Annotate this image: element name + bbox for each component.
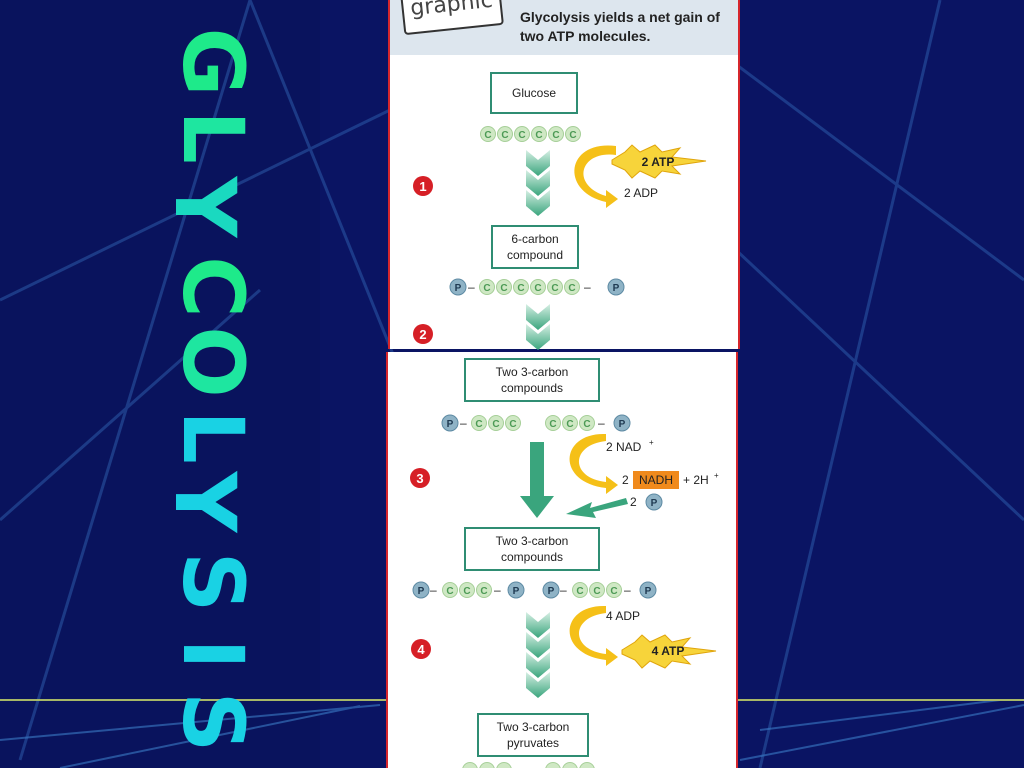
svg-text:C: C [492, 419, 499, 430]
pyruvate-carbons-partial [462, 762, 595, 768]
svg-text:C: C [534, 283, 541, 294]
step1-atp-consumption: 2 ATP 2 ADP [574, 144, 707, 208]
svg-text:P: P [418, 586, 425, 597]
svg-text:4: 4 [417, 642, 425, 657]
svg-text:P: P [513, 586, 520, 597]
svg-text:C: C [509, 419, 516, 430]
svg-text:P: P [619, 419, 626, 430]
svg-text:compounds: compounds [501, 550, 563, 564]
svg-text:–: – [584, 280, 591, 294]
svg-text:C: C [483, 283, 490, 294]
svg-text:+: + [649, 438, 654, 447]
svg-text:2 ATP: 2 ATP [642, 155, 675, 169]
step4-atp-production: 4 ADP 4 ATP [569, 605, 717, 669]
svg-text:+ 2H: + 2H [683, 473, 709, 487]
svg-text:compound: compound [507, 248, 563, 262]
svg-text:2: 2 [419, 327, 426, 342]
pyruvates-box: Two 3-carbon pyruvates [477, 713, 589, 757]
svg-text:C: C [480, 586, 487, 597]
svg-text:pyruvates: pyruvates [507, 736, 559, 750]
svg-text:C: C [568, 283, 575, 294]
svg-text:4 ATP: 4 ATP [652, 644, 685, 658]
step-4-marker: 4 [411, 639, 431, 659]
svg-text:C: C [501, 130, 508, 141]
svg-text:C: C [517, 283, 524, 294]
step1-arrow [526, 150, 550, 216]
svg-text:P: P [645, 586, 652, 597]
svg-text:+: + [714, 471, 719, 480]
svg-text:P: P [651, 498, 658, 509]
svg-text:–: – [468, 280, 475, 294]
svg-text:NADH: NADH [639, 473, 673, 487]
step-2-marker: 2 [413, 324, 433, 344]
svg-text:C: C [566, 419, 573, 430]
svg-text:C: C [569, 130, 576, 141]
six-carbon-box: 6-carbon compound [491, 225, 579, 269]
glucose-label: Glucose [512, 86, 556, 100]
svg-text:C: C [551, 283, 558, 294]
phosphorylated-chain: P – C C C C C C – P [449, 278, 625, 296]
svg-text:P: P [447, 419, 454, 430]
svg-text:2: 2 [630, 495, 637, 509]
svg-text:1: 1 [419, 179, 426, 194]
glucose-carbon-chain: C C C C C C [480, 126, 581, 142]
svg-text:3: 3 [416, 471, 423, 486]
step2-arrow [526, 304, 550, 350]
svg-text:2 ADP: 2 ADP [624, 186, 658, 200]
svg-text:C: C [500, 283, 507, 294]
svg-text:–: – [598, 416, 605, 430]
svg-text:C: C [552, 130, 559, 141]
step4-arrow [526, 612, 550, 698]
svg-text:C: C [576, 586, 583, 597]
svg-text:–: – [430, 583, 437, 597]
svg-text:Two 3-carbon: Two 3-carbon [496, 365, 569, 379]
svg-text:–: – [560, 583, 567, 597]
svg-text:C: C [583, 419, 590, 430]
svg-text:–: – [624, 583, 631, 597]
svg-text:–: – [494, 583, 501, 597]
svg-text:P: P [455, 283, 462, 294]
svg-text:Two 3-carbon: Two 3-carbon [497, 720, 570, 734]
svg-text:C: C [610, 586, 617, 597]
svg-text:C: C [549, 419, 556, 430]
svg-text:–: – [460, 416, 467, 430]
svg-text:C: C [463, 586, 470, 597]
step3-nad-reduction: 2 NAD + 2 NADH + 2H + 2 P [566, 433, 719, 518]
diagram-panel-top [388, 0, 740, 349]
svg-text:Two 3-carbon: Two 3-carbon [496, 534, 569, 548]
svg-text:C: C [484, 130, 491, 141]
svg-text:C: C [475, 419, 482, 430]
svg-text:C: C [535, 130, 542, 141]
bisphosphate-chains: P – C C C – P P – C C C – P [412, 581, 657, 599]
svg-text:compounds: compounds [501, 381, 563, 395]
split-chains: P – C C C C C C – P [441, 414, 631, 432]
step-3-marker: 3 [410, 468, 430, 488]
svg-text:C: C [518, 130, 525, 141]
diagram-header-text: Glycolysis yields a net gain of two ATP … [520, 9, 720, 44]
glucose-box: Glucose [490, 72, 578, 114]
step3-arrow [520, 442, 554, 518]
svg-text:4 ADP: 4 ADP [606, 609, 640, 623]
svg-text:P: P [613, 283, 620, 294]
svg-text:6-carbon: 6-carbon [511, 232, 558, 246]
step-1-marker: 1 [413, 176, 433, 196]
svg-text:C: C [593, 586, 600, 597]
three-carbon-box-a: Two 3-carbon compounds [464, 358, 600, 402]
svg-text:P: P [548, 586, 555, 597]
svg-text:C: C [446, 586, 453, 597]
three-carbon-box-b: Two 3-carbon compounds [464, 527, 600, 571]
svg-text:2 NAD: 2 NAD [606, 440, 642, 454]
svg-text:2: 2 [622, 473, 629, 487]
